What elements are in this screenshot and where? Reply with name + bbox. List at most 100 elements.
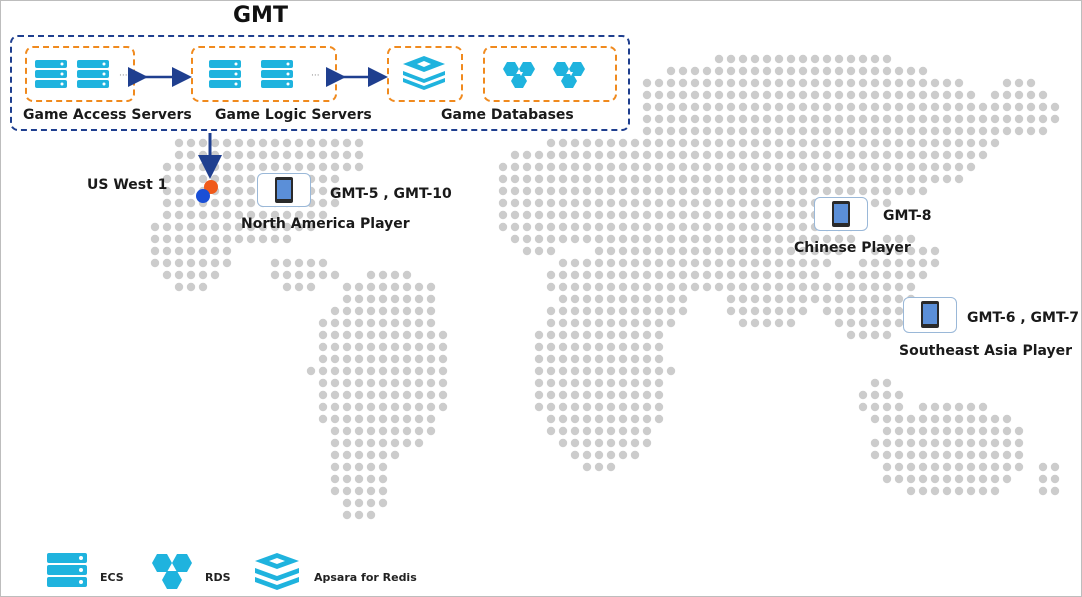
map-dot xyxy=(510,150,520,160)
map-dot xyxy=(570,318,580,328)
map-dot xyxy=(978,426,988,436)
map-dot xyxy=(786,78,796,88)
redis-group xyxy=(387,46,463,102)
map-dot xyxy=(534,174,544,184)
map-dot xyxy=(258,222,268,232)
map-dot xyxy=(750,258,760,268)
map-dot xyxy=(630,354,640,364)
map-dot xyxy=(330,390,340,400)
map-dot xyxy=(1038,102,1048,112)
map-dot xyxy=(966,462,976,472)
map-dot xyxy=(426,426,436,436)
map-dot xyxy=(354,378,364,388)
map-dot xyxy=(810,282,820,292)
map-dot xyxy=(870,402,880,412)
map-dot xyxy=(318,138,328,148)
map-dot xyxy=(798,174,808,184)
map-dot xyxy=(846,270,856,280)
map-dot xyxy=(618,174,628,184)
map-dot xyxy=(522,186,532,196)
connection-arrows xyxy=(128,67,388,179)
map-dot xyxy=(774,234,784,244)
map-dot xyxy=(330,342,340,352)
map-dot xyxy=(522,150,532,160)
map-dot xyxy=(330,486,340,496)
map-dot xyxy=(414,438,424,448)
map-dot xyxy=(954,90,964,100)
map-dot xyxy=(870,330,880,340)
map-dot xyxy=(978,450,988,460)
map-dot xyxy=(546,162,556,172)
map-dot xyxy=(678,150,688,160)
map-dot xyxy=(822,138,832,148)
map-dot xyxy=(690,162,700,172)
map-dot xyxy=(714,210,724,220)
map-dot xyxy=(714,150,724,160)
map-dot xyxy=(570,342,580,352)
map-dot xyxy=(990,414,1000,424)
map-dot xyxy=(774,282,784,292)
map-dot xyxy=(414,342,424,352)
map-dot xyxy=(906,66,916,76)
map-dot xyxy=(186,234,196,244)
map-dot xyxy=(282,150,292,160)
map-dot xyxy=(750,150,760,160)
map-dot xyxy=(174,246,184,256)
map-dot xyxy=(1014,126,1024,136)
map-dot xyxy=(270,222,280,232)
map-dot xyxy=(402,342,412,352)
map-dot xyxy=(762,162,772,172)
map-dot xyxy=(726,258,736,268)
map-dot xyxy=(642,222,652,232)
map-dot xyxy=(846,162,856,172)
map-dot xyxy=(858,90,868,100)
map-dot xyxy=(798,270,808,280)
map-dot xyxy=(270,150,280,160)
map-dot xyxy=(690,222,700,232)
map-dot xyxy=(402,306,412,316)
map-dot xyxy=(798,138,808,148)
map-dot xyxy=(582,210,592,220)
map-dot xyxy=(570,198,580,208)
map-dot xyxy=(174,258,184,268)
map-dot xyxy=(162,198,172,208)
map-dot xyxy=(606,330,616,340)
map-dot xyxy=(882,282,892,292)
map-dot xyxy=(654,102,664,112)
map-dot xyxy=(222,210,232,220)
map-dot xyxy=(954,78,964,88)
map-dot xyxy=(150,246,160,256)
map-dot xyxy=(834,294,844,304)
map-dot xyxy=(630,246,640,256)
map-dot xyxy=(186,150,196,160)
map-dot xyxy=(162,270,172,280)
map-dot xyxy=(534,330,544,340)
map-dot xyxy=(798,114,808,124)
map-dot xyxy=(882,294,892,304)
map-dot xyxy=(342,330,352,340)
map-dot xyxy=(666,246,676,256)
map-dot xyxy=(786,222,796,232)
map-dot xyxy=(618,390,628,400)
map-dot xyxy=(702,114,712,124)
map-dot xyxy=(918,438,928,448)
map-dot xyxy=(882,318,892,328)
map-dot xyxy=(906,234,916,244)
map-dot xyxy=(954,414,964,424)
map-dot xyxy=(810,186,820,196)
map-dot xyxy=(882,402,892,412)
map-dot xyxy=(606,426,616,436)
map-dot xyxy=(174,174,184,184)
map-dot xyxy=(1014,426,1024,436)
map-dot xyxy=(366,450,376,460)
map-dot xyxy=(906,114,916,124)
map-dot xyxy=(918,258,928,268)
map-dot xyxy=(738,102,748,112)
map-dot xyxy=(630,270,640,280)
map-dot xyxy=(654,174,664,184)
map-dot xyxy=(666,270,676,280)
map-dot xyxy=(942,162,952,172)
map-dot xyxy=(426,330,436,340)
map-dot xyxy=(666,258,676,268)
map-dot xyxy=(150,222,160,232)
